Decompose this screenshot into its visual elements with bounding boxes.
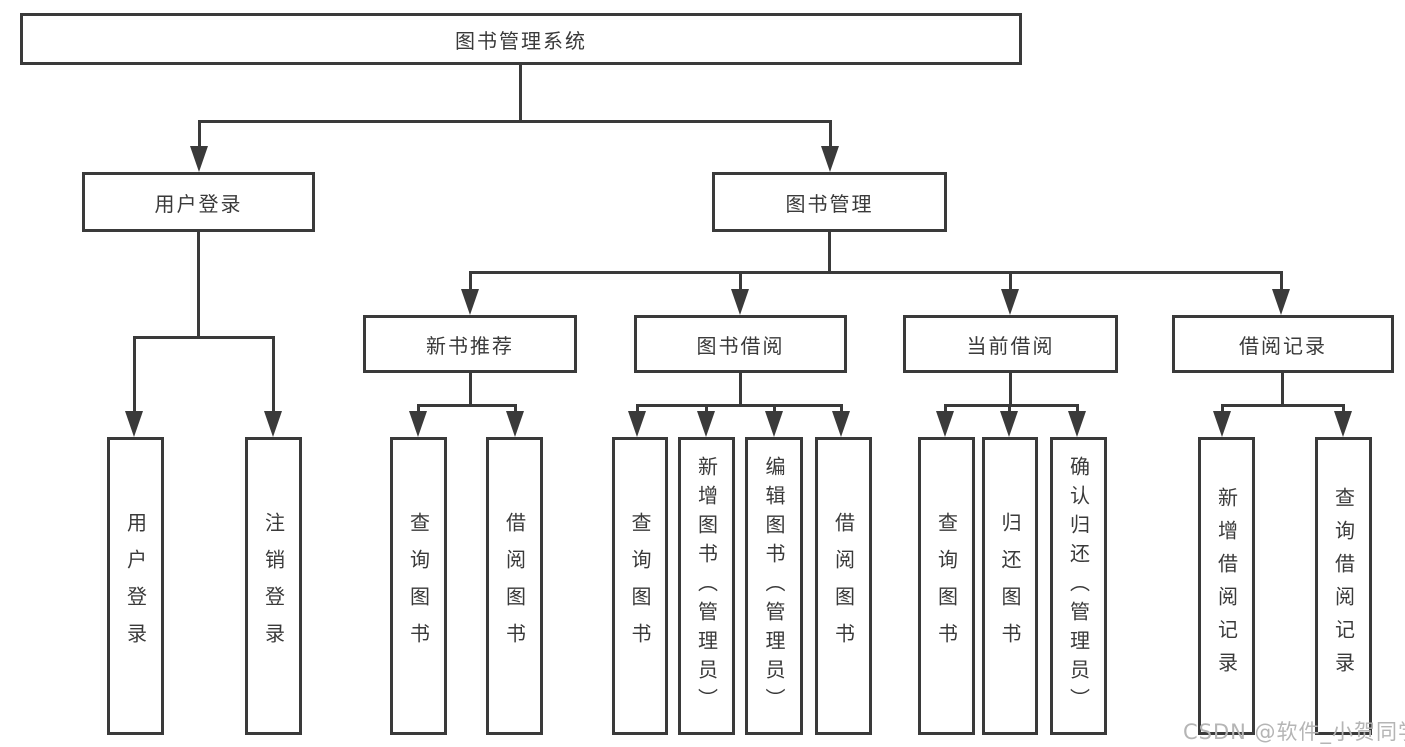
connector [133, 336, 275, 339]
connector [739, 373, 742, 407]
connector [417, 404, 517, 407]
connector [1221, 404, 1224, 414]
node-new-book-recommend-label: 新书推荐 [426, 333, 514, 358]
node-root: 图书管理系统 [20, 13, 1022, 65]
connector [636, 404, 843, 407]
node-new-book-recommend: 新书推荐 [363, 315, 577, 373]
connector [469, 271, 1283, 274]
node-book-borrow-label: 图书借阅 [696, 333, 785, 358]
arrow-down-icon [821, 146, 839, 172]
arrow-down-icon [190, 146, 208, 172]
arrow-down-icon [936, 411, 954, 437]
connector [198, 120, 201, 150]
arrow-down-icon [1334, 411, 1352, 437]
leaf-confirm-return-admin: 确认归还（管理员） [1050, 437, 1107, 735]
leaf-add-borrow-record: 新增借阅记录 [1198, 437, 1255, 735]
connector [469, 373, 472, 407]
arrow-down-icon [1001, 289, 1019, 315]
leaf-query-books-3: 查询图书 [918, 437, 975, 735]
node-user-login: 用户登录 [82, 172, 315, 232]
leaf-edit-books-admin: 编辑图书（管理员） [745, 437, 803, 735]
leaf-return-books: 归还图书 [982, 437, 1038, 735]
connector [1009, 271, 1012, 293]
connector [739, 271, 742, 293]
connector [469, 271, 472, 293]
arrow-down-icon [697, 411, 715, 437]
leaf-edit-books-admin-label: 编辑图书（管理员） [762, 455, 786, 717]
arrow-down-icon [461, 289, 479, 315]
leaf-borrow-books-1-label: 借阅图书 [502, 512, 527, 660]
connector [636, 404, 639, 414]
node-book-borrow: 图书借阅 [634, 315, 847, 373]
leaf-query-books-2-label: 查询图书 [628, 512, 652, 660]
node-book-management-label: 图书管理 [785, 191, 874, 216]
connector [773, 404, 776, 414]
connector [705, 404, 708, 414]
arrow-down-icon [1068, 411, 1086, 437]
node-borrow-records-label: 借阅记录 [1239, 333, 1327, 358]
node-borrow-records: 借阅记录 [1172, 315, 1394, 373]
connector [1342, 404, 1345, 414]
leaf-confirm-return-admin-label: 确认归还（管理员） [1066, 455, 1091, 717]
connector [198, 120, 832, 123]
leaf-logout: 注销登录 [245, 437, 302, 735]
leaf-logout-label: 注销登录 [261, 512, 286, 660]
arrow-down-icon [1272, 289, 1290, 315]
node-current-borrow: 当前借阅 [903, 315, 1118, 373]
leaf-query-borrow-record: 查询借阅记录 [1315, 437, 1372, 735]
connector [944, 404, 947, 414]
connector [417, 404, 420, 414]
arrow-down-icon [731, 289, 749, 315]
leaf-query-books-1-label: 查询图书 [406, 512, 431, 660]
leaf-borrow-books-1: 借阅图书 [486, 437, 543, 735]
node-root-label: 图书管理系统 [455, 28, 587, 53]
connector [1281, 373, 1284, 407]
csdn-watermark: CSDN @软件_小贺同学 [1183, 720, 1405, 744]
connector [828, 232, 831, 274]
connector [944, 404, 1079, 407]
connector [133, 336, 136, 414]
node-current-borrow-label: 当前借阅 [966, 333, 1055, 358]
connector [1008, 404, 1011, 414]
leaf-borrow-books-2: 借阅图书 [815, 437, 872, 735]
leaf-query-books-3-label: 查询图书 [934, 512, 959, 660]
connector [1221, 404, 1345, 407]
arrow-down-icon [765, 411, 783, 437]
connector [1280, 271, 1283, 293]
leaf-query-borrow-record-label: 查询借阅记录 [1331, 487, 1356, 685]
connector [840, 404, 843, 414]
arrow-down-icon [264, 411, 282, 437]
arrow-down-icon [1000, 411, 1018, 437]
leaf-borrow-books-2-label: 借阅图书 [831, 512, 856, 660]
leaf-add-books-admin: 新增图书（管理员） [678, 437, 735, 735]
leaf-return-books-label: 归还图书 [998, 512, 1022, 660]
connector [519, 65, 522, 122]
arrow-down-icon [1213, 411, 1231, 437]
leaf-query-books-2: 查询图书 [612, 437, 668, 735]
arrow-down-icon [628, 411, 646, 437]
connector [272, 336, 275, 414]
arrow-down-icon [125, 411, 143, 437]
arrow-down-icon [506, 411, 524, 437]
leaf-user-login-label: 用户登录 [123, 512, 148, 660]
node-user-login-label: 用户登录 [154, 191, 243, 216]
connector [1009, 373, 1012, 407]
connector [514, 404, 517, 414]
leaf-add-books-admin-label: 新增图书（管理员） [694, 455, 719, 717]
connector [197, 232, 200, 339]
leaf-add-borrow-record-label: 新增借阅记录 [1214, 487, 1239, 685]
connector [829, 120, 832, 150]
node-book-management: 图书管理 [712, 172, 947, 232]
arrow-down-icon [832, 411, 850, 437]
connector [1076, 404, 1079, 414]
arrow-down-icon [409, 411, 427, 437]
leaf-user-login: 用户登录 [107, 437, 164, 735]
leaf-query-books-1: 查询图书 [390, 437, 447, 735]
